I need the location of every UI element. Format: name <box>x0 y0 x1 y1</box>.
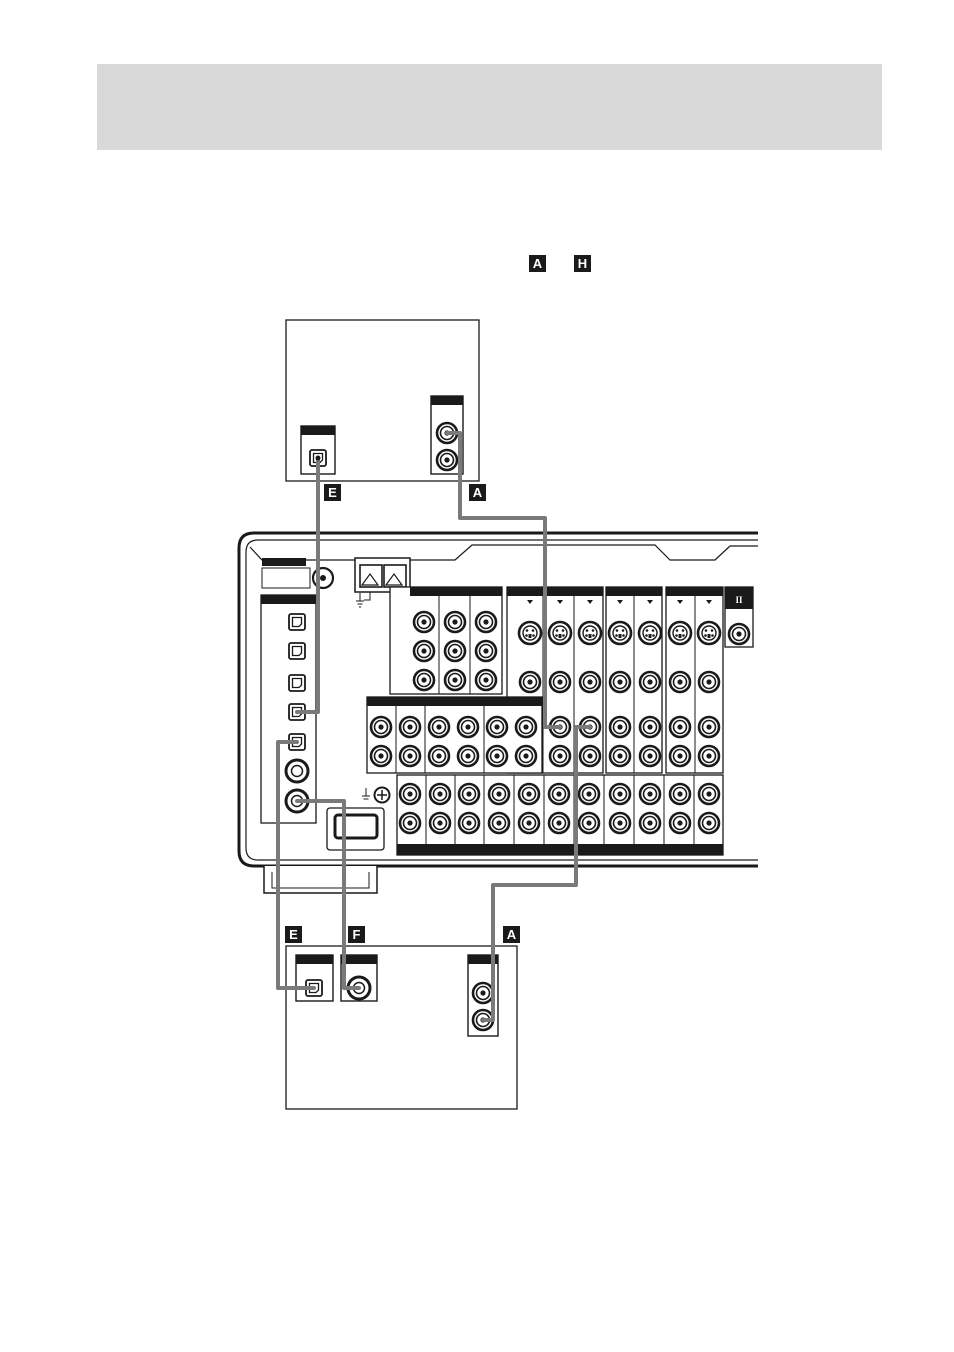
ground-icon <box>362 788 370 799</box>
s-video-jack-icon <box>549 622 571 644</box>
ground-icon <box>356 593 364 607</box>
optical-jack-icon <box>289 643 305 659</box>
s-video-jack-icon <box>609 622 631 644</box>
badge-text: II <box>735 595 743 605</box>
bottom-coaxial-input-panel <box>341 955 377 1001</box>
s-video-jack-icon <box>639 622 661 644</box>
optical-jack-icon <box>289 675 305 691</box>
s-video-jack-icon <box>519 622 541 644</box>
rca-jack-icon <box>473 983 493 1003</box>
top-source-device <box>286 320 479 481</box>
bottom-optical-input-panel <box>296 955 333 1001</box>
bottom-recording-device <box>286 946 517 1109</box>
s-video-jack-icon <box>669 622 691 644</box>
s-video-jack-icon <box>698 622 720 644</box>
coaxial-jack-icon <box>286 760 308 782</box>
optical-jack-icon <box>289 614 305 630</box>
s-video-jack-icon <box>579 622 601 644</box>
receiver-badge: II <box>725 587 753 647</box>
rca-jack-icon <box>437 450 457 470</box>
